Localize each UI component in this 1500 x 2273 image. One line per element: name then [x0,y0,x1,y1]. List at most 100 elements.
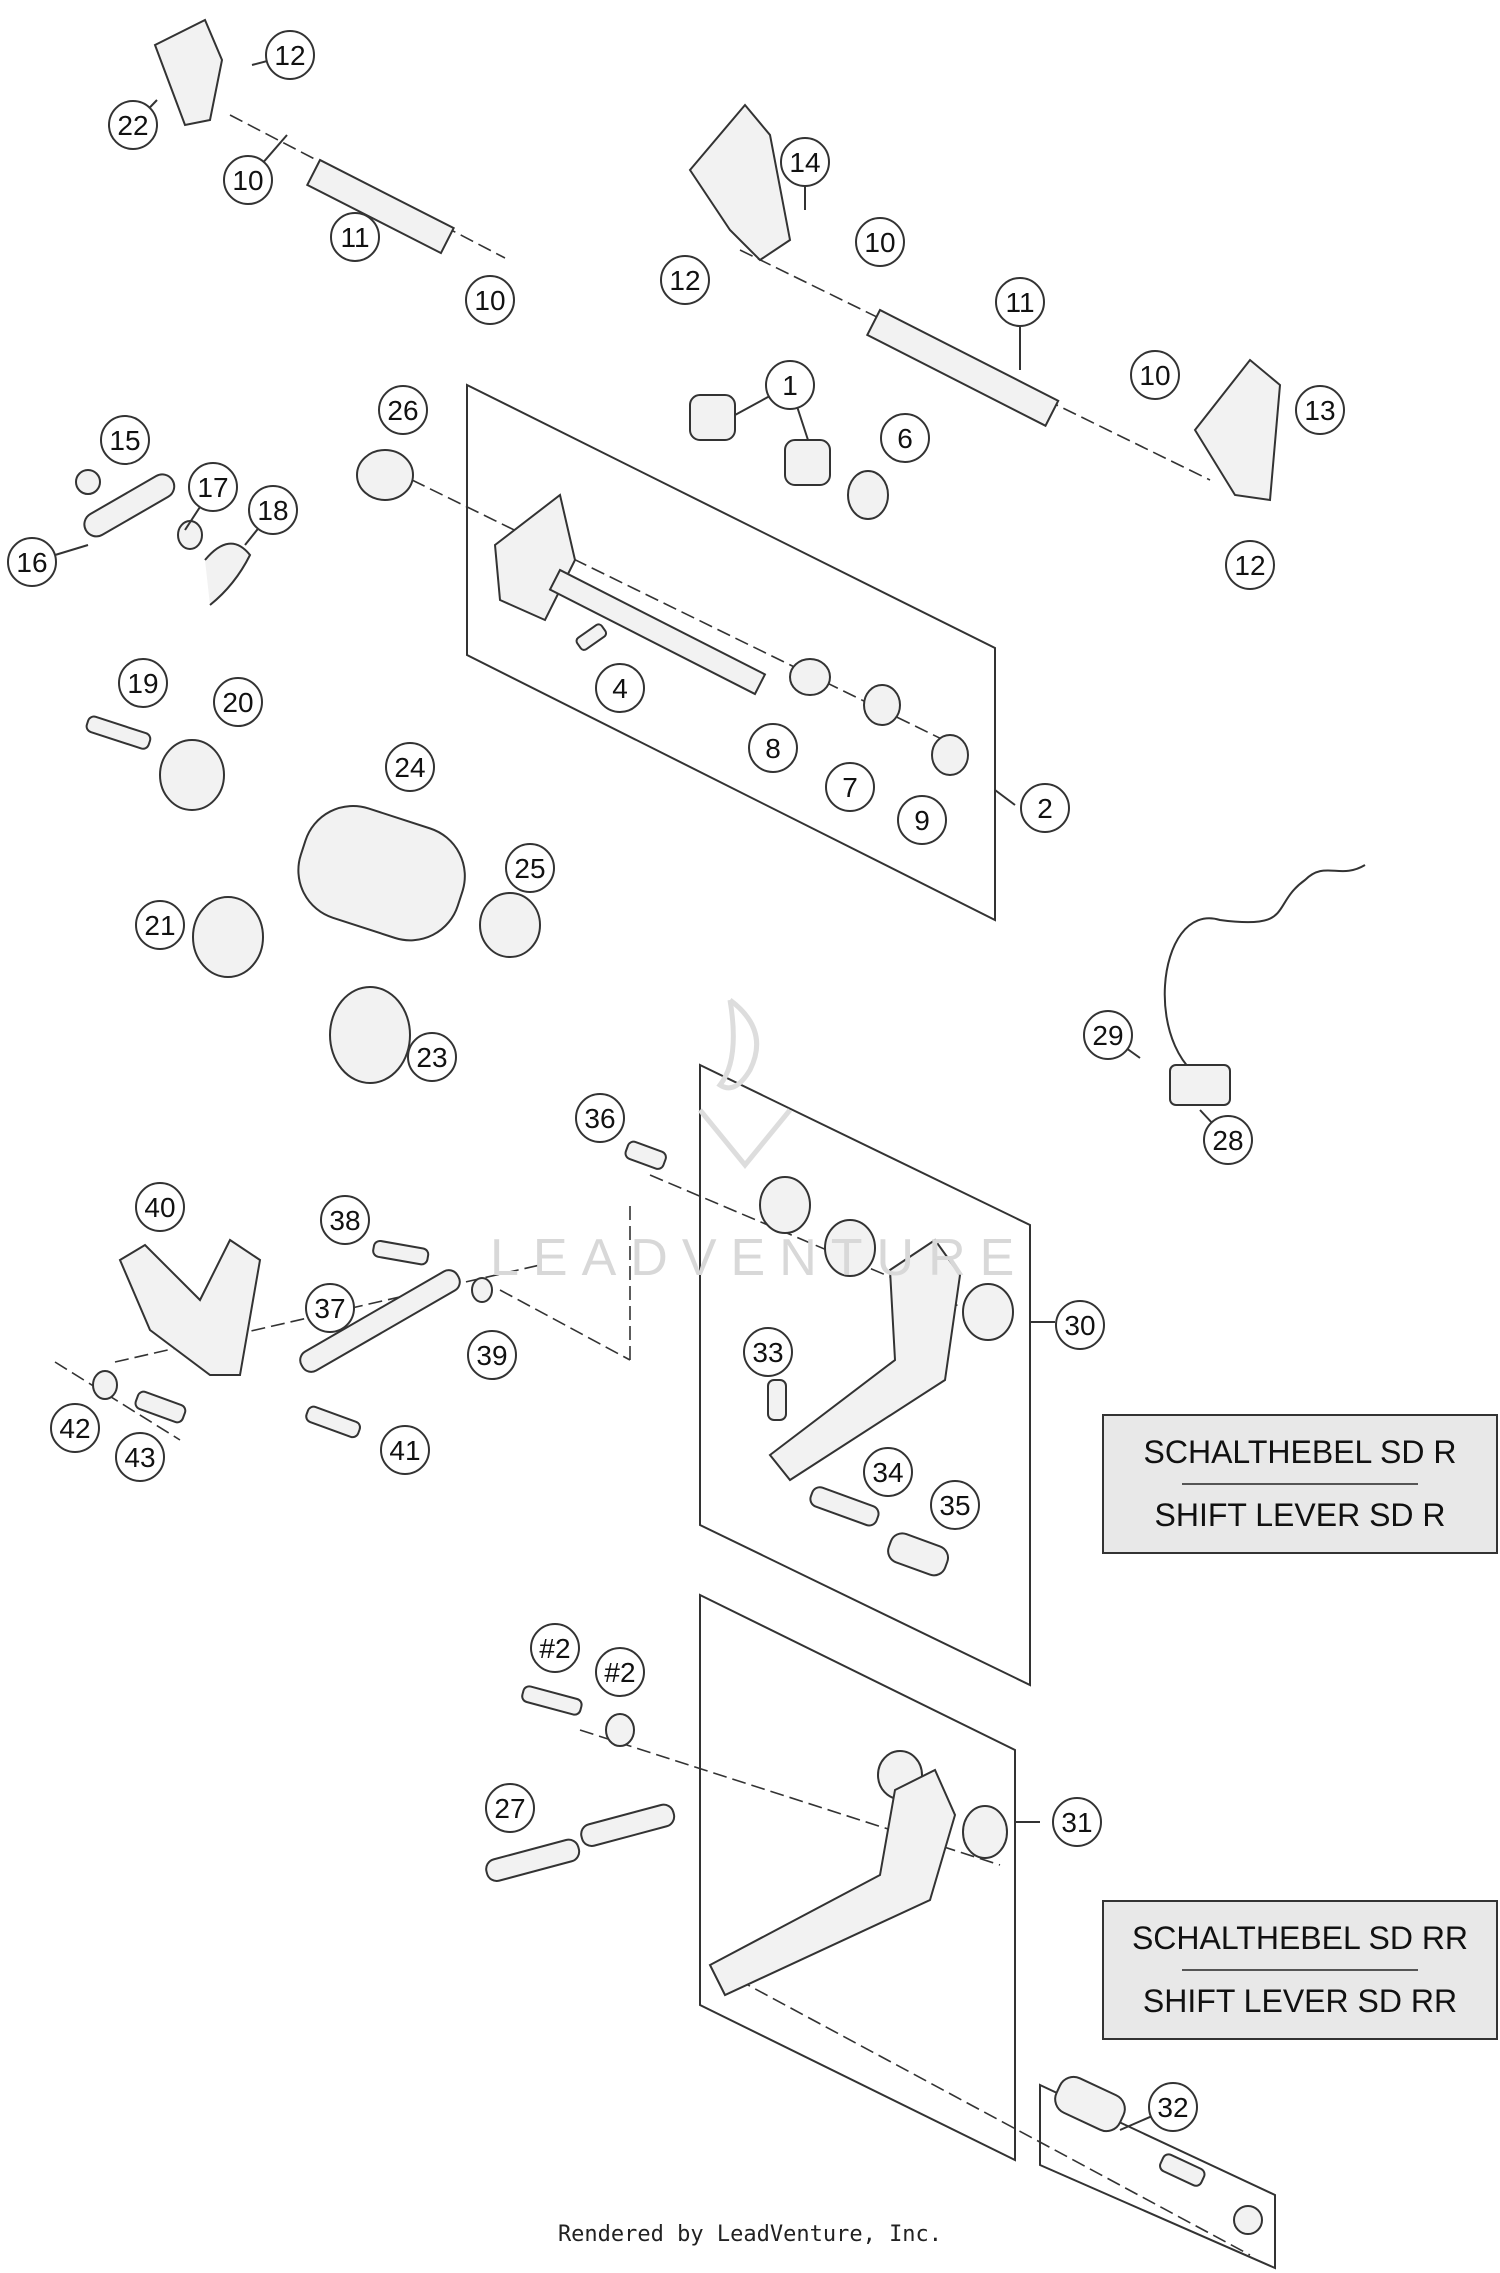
screw-15 [75,469,101,495]
bushing-sd-r-c [962,1283,1014,1341]
callout-number: 18 [257,495,288,526]
legend-divider [1182,1969,1418,1971]
shift-fork-13 [1193,358,1282,502]
screw-33 [767,1379,787,1421]
screw-38 [372,1239,430,1266]
bushing-8 [789,658,831,696]
roller-1a [689,394,736,441]
callout-circle [305,1283,355,1333]
panel-shift-lever-sd-rr [699,1593,1016,2162]
callout-circle [880,413,930,463]
callout-number: 41 [389,1435,420,1466]
panel-spring-kit [1039,2083,1276,2270]
callout-circle [660,255,710,305]
callout-circle [765,360,815,410]
callout-circle [50,1403,100,1453]
callout-number: 10 [1139,360,1170,391]
screw-43 [134,1390,187,1424]
bushing-2b [605,1713,635,1747]
callout-number: 25 [514,853,545,884]
callout-number: 11 [1005,287,1034,318]
washer-9 [931,734,969,776]
callout-number: 4 [612,673,628,704]
legend-sd-r-line2: SHIFT LEVER SD R [1154,1497,1446,1533]
callout-number: 22 [117,110,148,141]
callout-number: 12 [1234,550,1265,581]
callout-circle [1020,783,1070,833]
bushing-sd-r-a [759,1176,811,1234]
callout-circle [1055,1300,1105,1350]
callout-circle [330,212,380,262]
callout-number: 43 [124,1442,155,1473]
gear-sensor-29 [1169,1064,1231,1106]
callout-number: 14 [789,147,820,178]
washer-39 [471,1277,493,1303]
washer-42 [92,1370,118,1400]
callout-number: #2 [604,1657,635,1688]
callout-number: 40 [144,1192,175,1223]
legend-divider [1182,1483,1418,1485]
screw-41 [305,1405,361,1439]
fork-rail-11b [865,308,1060,428]
callout-circle [748,723,798,773]
callout-number: 28 [1212,1125,1243,1156]
bushing-17 [177,520,203,550]
callout-circle [1052,1797,1102,1847]
callout-number: 13 [1304,395,1335,426]
callout-number: 27 [494,1793,525,1824]
callout-circle [855,217,905,267]
nut-32 [1233,2205,1263,2235]
callout-circle [995,277,1045,327]
callout-circle [825,762,875,812]
shift-shaft-2 [548,568,767,696]
callout-circle [743,1327,793,1377]
shift-drum-24 [297,804,466,942]
legend-sd-r: SCHALTHEBEL SD R SHIFT LEVER SD R [1102,1414,1498,1554]
bearing-21 [192,896,264,978]
callout-number: 33 [752,1337,783,1368]
pin-27a [485,1838,581,1882]
callout-number: 11 [340,222,369,253]
callout-circle [467,1330,517,1380]
callout-circle [378,385,428,435]
callout-circle [213,677,263,727]
callout-circle [930,1480,980,1530]
callout-circle [1130,350,1180,400]
washer-6 [847,470,889,520]
callout-number: 29 [1092,1020,1123,1051]
callout-circle [320,1195,370,1245]
callout-circle [407,1032,457,1082]
bushing-sd-r-b [824,1219,876,1277]
legend-sd-rr-line1: SCHALTHEBEL SD RR [1131,1920,1469,1956]
bearing-23 [329,986,411,1084]
callout-number: 19 [127,668,158,699]
shift-star-20 [159,739,225,811]
callout-number: 17 [197,472,228,503]
callout-number: 38 [329,1205,360,1236]
footer-credit: Rendered by LeadVenture, Inc. [557,2222,943,2247]
callout-circle [380,1425,430,1475]
callout-circle [575,1093,625,1143]
spring-18 [204,542,252,606]
locking-lever-16 [83,473,176,538]
callout-circle [100,415,150,465]
callout-circle [248,485,298,535]
screw-36 [624,1140,667,1170]
legend-sd-r-line1: SCHALTHEBEL SD R [1143,1434,1457,1470]
callout-circle [188,462,238,512]
callout-number: 32 [1157,2092,1188,2123]
shift-shaft-cam [493,493,577,622]
callout-circle [135,1182,185,1232]
callout-number: 37 [314,1293,345,1324]
callout-number: 21 [144,910,175,941]
callout-number: 15 [109,425,140,456]
panel-shift-shaft [466,383,996,922]
callout-number: 2 [1037,793,1053,824]
callout-number: 12 [669,265,700,296]
shift-fork-22 [153,18,224,127]
callout-group: 1222101110141012111013121626151718164879… [7,30,1345,2132]
callout-number: 9 [914,805,930,836]
callout-circle [863,1447,913,1497]
fork-rail-11a [305,158,455,255]
